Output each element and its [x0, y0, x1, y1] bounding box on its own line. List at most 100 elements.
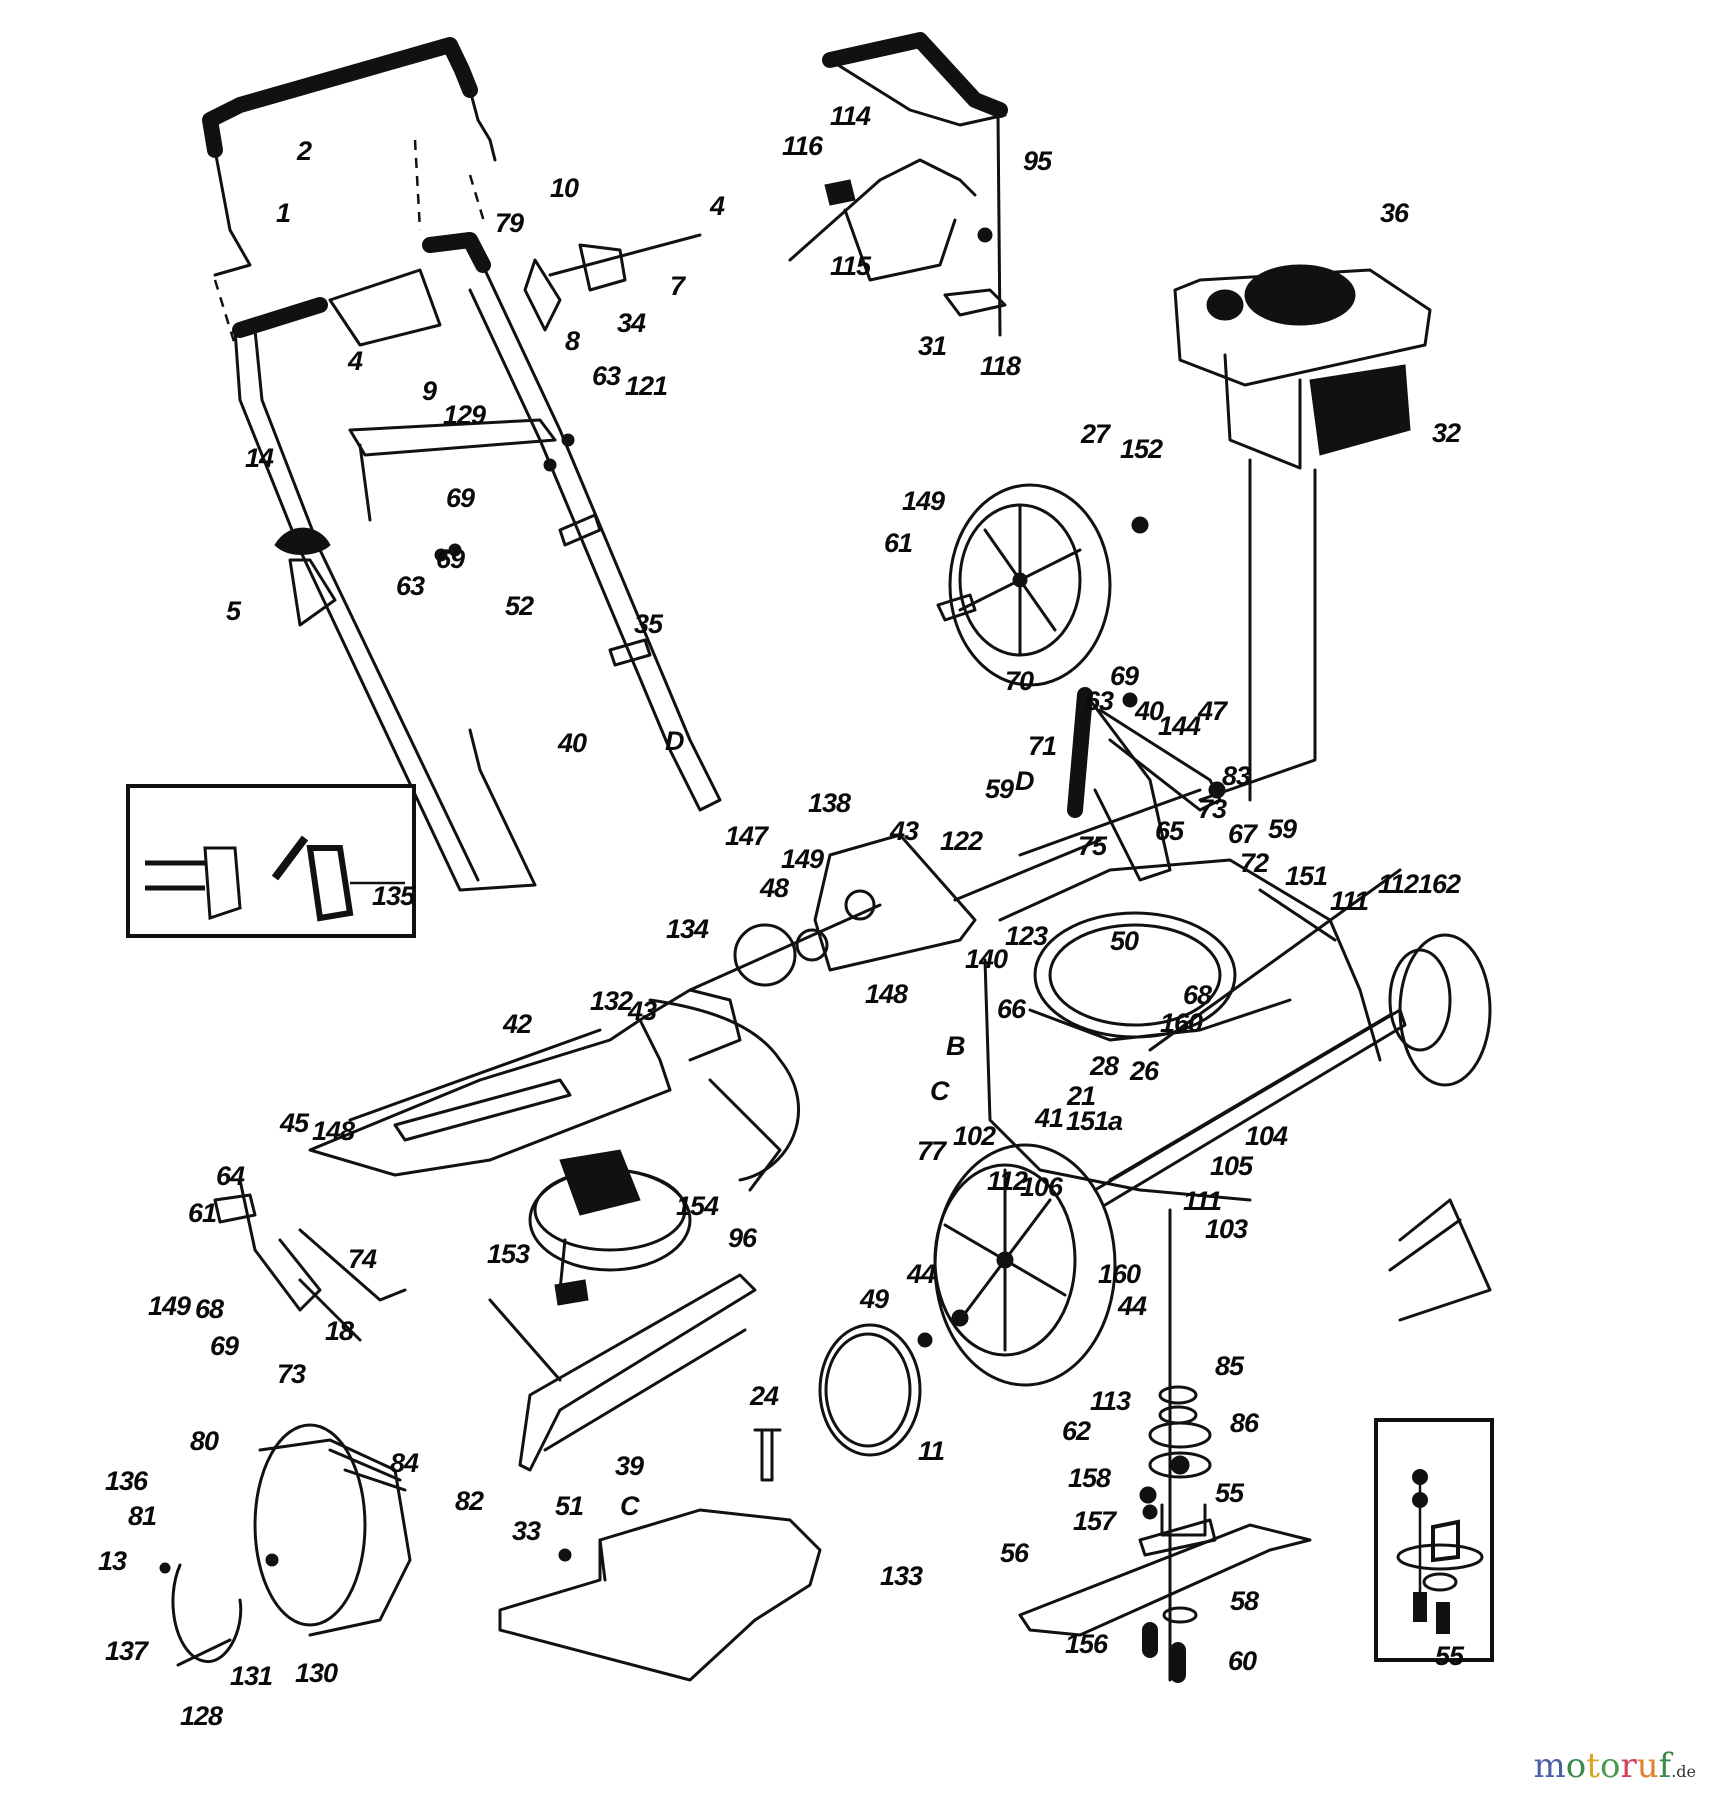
part-number-label: 128: [180, 1701, 223, 1731]
part-number-label: 39: [615, 1451, 644, 1481]
part-number-label: 152: [1120, 434, 1163, 464]
part-number-label: 157: [1073, 1506, 1116, 1536]
part-number-label: 21: [1067, 1081, 1096, 1111]
part-number-label: 86: [1230, 1408, 1259, 1438]
part-number-label: 75: [1078, 831, 1107, 861]
logo-letter: o: [1599, 1746, 1621, 1786]
part-number-label: 60: [1228, 1646, 1257, 1676]
throttle-control-icon: [145, 835, 405, 922]
part-number-label: C: [620, 1491, 639, 1521]
lower-handle: [232, 232, 722, 892]
part-number-label: 140: [965, 944, 1008, 974]
part-number-label: 32: [1432, 418, 1461, 448]
drive-assembly: [648, 833, 1102, 1192]
part-number-label: 64: [216, 1161, 245, 1191]
grass-bag-frame: [788, 32, 1008, 337]
part-number-label: 111: [1330, 886, 1369, 916]
side-guard: [488, 1273, 757, 1472]
part-number-label: 131: [230, 1661, 273, 1691]
part-number-label: 74: [348, 1244, 377, 1274]
part-number-label: 41: [1035, 1103, 1064, 1133]
part-number-label: 9: [422, 376, 437, 406]
part-number-label: 147: [725, 821, 768, 851]
part-number-label: 26: [1130, 1056, 1159, 1086]
part-number-label: 69: [446, 483, 475, 513]
part-number-label: 162: [1418, 869, 1461, 899]
part-number-label: 47: [1198, 696, 1227, 726]
part-number-label: 148: [865, 979, 908, 1009]
logo-letter: f: [1658, 1746, 1672, 1786]
part-number-label: 61: [884, 528, 913, 558]
part-number-label: 10: [550, 173, 579, 203]
part-number-label: 63: [592, 361, 621, 391]
blade-adapter-icon: [1396, 1469, 1484, 1634]
part-number-label: 138: [808, 788, 851, 818]
logo-letter: o: [1565, 1746, 1587, 1786]
part-number-label: 27: [1081, 419, 1110, 449]
part-number-label: 115: [830, 251, 871, 281]
part-number-label: 45: [280, 1108, 309, 1138]
part-number-label: 129: [443, 400, 486, 430]
part-number-label: 158: [1068, 1463, 1111, 1493]
part-number-label: C: [930, 1076, 949, 1106]
part-number-label: 104: [1245, 1121, 1288, 1151]
part-number-label: 31: [918, 331, 947, 361]
part-number-label: 62: [1062, 1416, 1091, 1446]
part-number-label: 85: [1215, 1351, 1244, 1381]
part-number-label: 52: [505, 591, 534, 621]
part-number-label: 58: [1230, 1586, 1259, 1616]
part-number-label: 80: [190, 1426, 219, 1456]
part-number-label: 34: [617, 308, 646, 338]
part-number-label: 66: [997, 994, 1026, 1024]
part-number-label: 36: [1380, 198, 1409, 228]
part-number-label: 123: [1005, 921, 1048, 951]
rear-wheel-gear: [159, 1423, 412, 1667]
front-wheel: [818, 1143, 1117, 1457]
part-number-label: 160: [1160, 1008, 1203, 1038]
part-number-label: 4: [710, 191, 725, 221]
upper-handle: [202, 37, 497, 346]
logo-tld: .de: [1671, 1762, 1696, 1781]
motoruf-logo[interactable]: motoruf.de: [1534, 1746, 1696, 1786]
part-number-label: 40: [558, 728, 587, 758]
part-number-label: 114: [830, 101, 871, 131]
logo-letter: m: [1533, 1746, 1566, 1786]
part-number-label: 73: [1198, 794, 1227, 824]
part-number-label: 43: [890, 816, 919, 846]
part-number-label: 132: [590, 986, 633, 1016]
part-number-label: 65: [1155, 816, 1184, 846]
part-number-label: 51: [555, 1491, 584, 1521]
engine: [1173, 264, 1432, 802]
inset-box-135: [126, 784, 416, 938]
part-number-label: 79: [495, 208, 524, 238]
part-number-label: 14: [245, 443, 274, 473]
part-number-label: 130: [295, 1658, 338, 1688]
part-number-label: 144: [1158, 711, 1201, 741]
part-number-label: 135: [372, 881, 415, 911]
part-number-label: 5: [226, 596, 241, 626]
part-number-label: 63: [396, 571, 425, 601]
part-number-label: 73: [277, 1359, 306, 1389]
part-number-label: D: [1015, 766, 1034, 796]
logo-letter: t: [1586, 1746, 1600, 1786]
handle-fittings: [434, 233, 702, 667]
part-number-label: 84: [390, 1448, 419, 1478]
part-number-label: 69: [210, 1331, 239, 1361]
part-number-label: 70: [1005, 666, 1034, 696]
part-number-label: 50: [1110, 926, 1139, 956]
part-number-label: 160: [1098, 1259, 1141, 1289]
part-number-label: 122: [940, 826, 983, 856]
part-number-label: 149: [902, 486, 945, 516]
part-number-label: 4: [348, 346, 363, 376]
part-number-label: 59: [1268, 814, 1297, 844]
part-number-label: B: [946, 1031, 965, 1061]
part-number-label: 102: [953, 1121, 996, 1151]
part-number-label: 118: [980, 351, 1021, 381]
part-number-label: 13: [98, 1546, 127, 1576]
part-number-label: 137: [105, 1636, 148, 1666]
part-number-label: 96: [728, 1223, 757, 1253]
part-number-label: 106: [1020, 1172, 1063, 1202]
part-number-label: 148: [312, 1116, 355, 1146]
